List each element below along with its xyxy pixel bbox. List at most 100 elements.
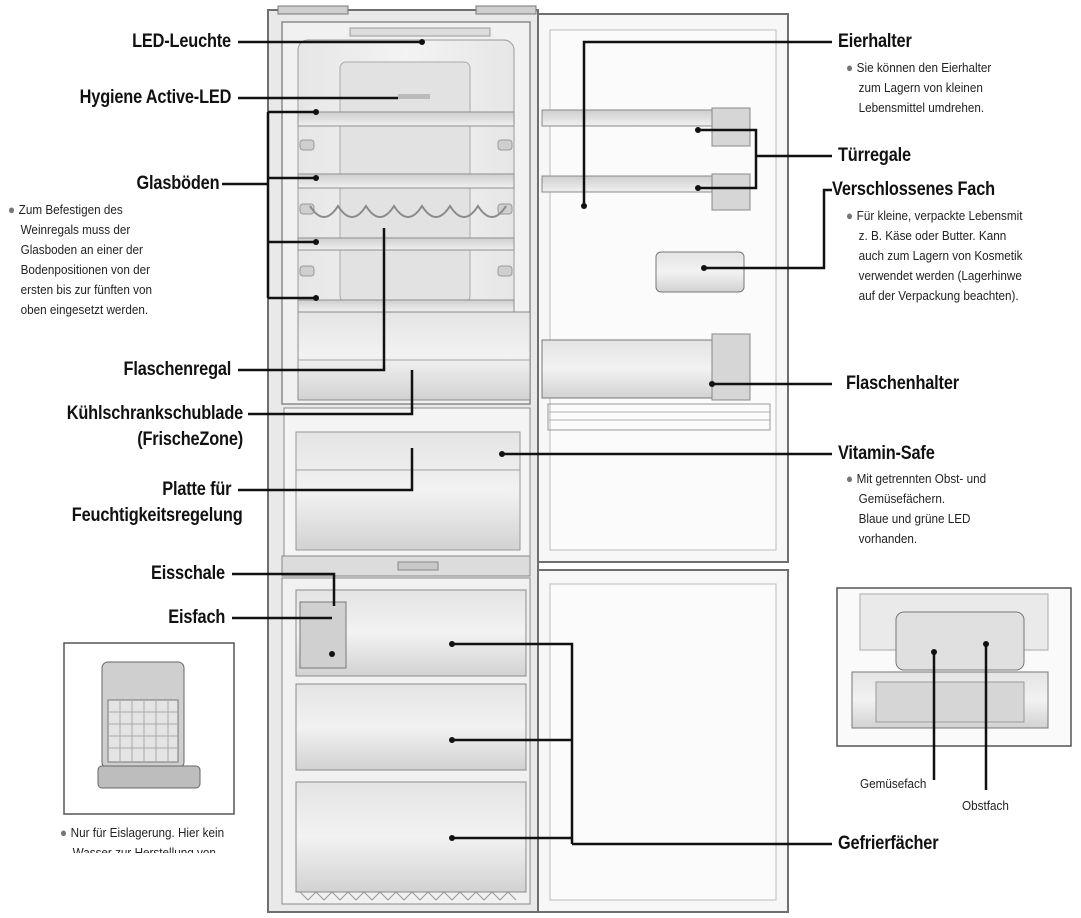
bullet: ●	[846, 60, 854, 75]
label-schublade-1: Kühlschrankschublade	[66, 403, 244, 424]
label-eisfach: Eisfach	[168, 607, 225, 628]
door-lower-inner	[549, 583, 777, 901]
inset-vitamin-safe	[836, 587, 1072, 747]
note-eierhalter: ●Sie können den Eierhalter zum Lagern vo…	[846, 58, 991, 118]
note-vitamin-0: Mit getrennten Obst- und	[856, 471, 987, 486]
led-light-fixture	[349, 27, 491, 37]
label-vitamin-safe: Vitamin-Safe	[838, 443, 935, 464]
ice-tray	[299, 601, 347, 669]
label-eierhalter: Eierhalter	[838, 31, 912, 52]
note-line: Glasboden an einer der	[20, 242, 143, 257]
label-verschlossenes-fach: Verschlossenes Fach	[832, 179, 995, 200]
label-led-leuchte: LED-Leuchte	[132, 31, 231, 52]
wine-rack	[309, 204, 507, 218]
divider-vent	[397, 561, 439, 571]
leader-eisschale	[232, 572, 336, 606]
top-hinge-2	[475, 5, 537, 15]
note-line: auch zum Lagern von Kosmetik	[858, 248, 1023, 263]
note-line: vorhanden.	[858, 531, 918, 546]
bullet: ●	[846, 208, 854, 223]
door-shelf-2	[541, 175, 733, 193]
door-shelf-2-side	[711, 173, 751, 211]
note-line: zum Lagern von kleinen	[858, 80, 983, 95]
dot	[931, 649, 937, 655]
note-line: Blaue und grüne LED	[858, 511, 971, 526]
inset-ice-tray	[63, 642, 235, 815]
note-line: ●Nur für Eislagerung. Hier kein	[60, 823, 224, 843]
vitamin-safe-tray	[895, 611, 1025, 671]
bullet: ●	[846, 471, 854, 486]
rail	[497, 265, 513, 277]
dot	[709, 381, 715, 387]
door-shelf-1-side	[711, 107, 751, 147]
dot	[313, 239, 319, 245]
label-tuerregale: Türregale	[838, 145, 911, 166]
label-glasboeden: Glasböden	[136, 173, 219, 194]
note-glasboeden-0: Zum Befestigen des	[18, 202, 123, 217]
glass-shelves	[297, 111, 515, 251]
note-line: Weinregals muss der	[20, 222, 131, 237]
dot	[983, 641, 989, 647]
note-verschlossen-0: Für kleine, verpackte Lebensmit	[856, 208, 1023, 223]
note-verschlossenes-fach: ●Für kleine, verpackte Lebensmit z. B. K…	[846, 206, 1066, 306]
label-gefrierfaecher: Gefrierfächer	[838, 833, 939, 854]
note-line: ●Mit getrennten Obst- und	[846, 469, 986, 489]
note-eisfach: ●Nur für Eislagerung. Hier kein Wasser z…	[60, 823, 224, 853]
dot	[419, 39, 425, 45]
bottle-rack	[297, 311, 531, 401]
caption-gemuesefach: Gemüsefach	[860, 776, 927, 791]
note-vitamin-safe: ●Mit getrennten Obst- und Gemüsefächern.…	[846, 469, 986, 549]
note-line: oben eingesetzt werden.	[20, 302, 149, 317]
bottom-glass-shelf	[297, 299, 515, 313]
label-flaschenregal: Flaschenregal	[123, 359, 231, 380]
label-eisschale: Eisschale	[151, 563, 225, 584]
note-line: Gemüsefächern.	[858, 491, 946, 506]
dot	[695, 185, 701, 191]
shelf-rails	[299, 139, 513, 277]
note-line: ●Zum Befestigen des	[8, 200, 152, 220]
label-platte-1: Platte für	[161, 479, 231, 500]
label-hygiene-led: Hygiene Active-LED	[79, 87, 231, 108]
dot	[313, 175, 319, 181]
bullet: ●	[60, 825, 68, 840]
caption-obstfach: Obstfach	[962, 798, 1009, 813]
dot	[449, 641, 455, 647]
dot	[449, 835, 455, 841]
leader-verschlossen	[704, 188, 832, 270]
dot	[581, 203, 587, 209]
fridge-cabinet	[267, 5, 789, 913]
note-line: auf der Verpackung beachten).	[858, 288, 1019, 303]
leader-platte	[238, 448, 414, 492]
bottle-holder-side	[711, 333, 751, 401]
dot	[499, 451, 505, 457]
note-line: Lebensmittel umdrehen.	[858, 100, 985, 115]
closed-compartment	[655, 251, 745, 293]
note-line-clipped: Wasser zur Herstellung von	[72, 845, 216, 853]
rail	[299, 265, 315, 277]
note-eierhalter-0: Sie können den Eierhalter	[856, 60, 992, 75]
dot	[695, 127, 701, 133]
door-grille	[547, 403, 771, 431]
freezer-drawer-2	[295, 683, 527, 771]
dot	[329, 651, 335, 657]
ice-tray-base	[97, 765, 201, 789]
note-line: ersten bis zur fünften von	[20, 282, 152, 297]
label-schublade-2: (FrischeZone)	[137, 429, 243, 450]
ice-tray-grid-lines	[108, 700, 178, 762]
label-platte-2: Feuchtigkeitsregelung	[72, 505, 243, 526]
dot	[313, 109, 319, 115]
glass-shelf-3	[297, 237, 515, 251]
top-hinge	[277, 5, 349, 15]
rail	[299, 139, 315, 151]
dot	[701, 265, 707, 271]
note-line: Bodenpositionen von der	[20, 262, 151, 277]
note-glasboeden: ●Zum Befestigen des Weinregals muss der …	[8, 200, 152, 320]
glass-shelf-1	[297, 111, 515, 127]
egg-holder	[541, 109, 733, 127]
note-line: z. B. Käse oder Butter. Kann	[858, 228, 1007, 243]
leader-lines	[222, 40, 988, 846]
dot	[313, 295, 319, 301]
dot	[449, 737, 455, 743]
glass-shelf-2	[297, 173, 515, 189]
leader-glasboeden	[222, 110, 314, 300]
